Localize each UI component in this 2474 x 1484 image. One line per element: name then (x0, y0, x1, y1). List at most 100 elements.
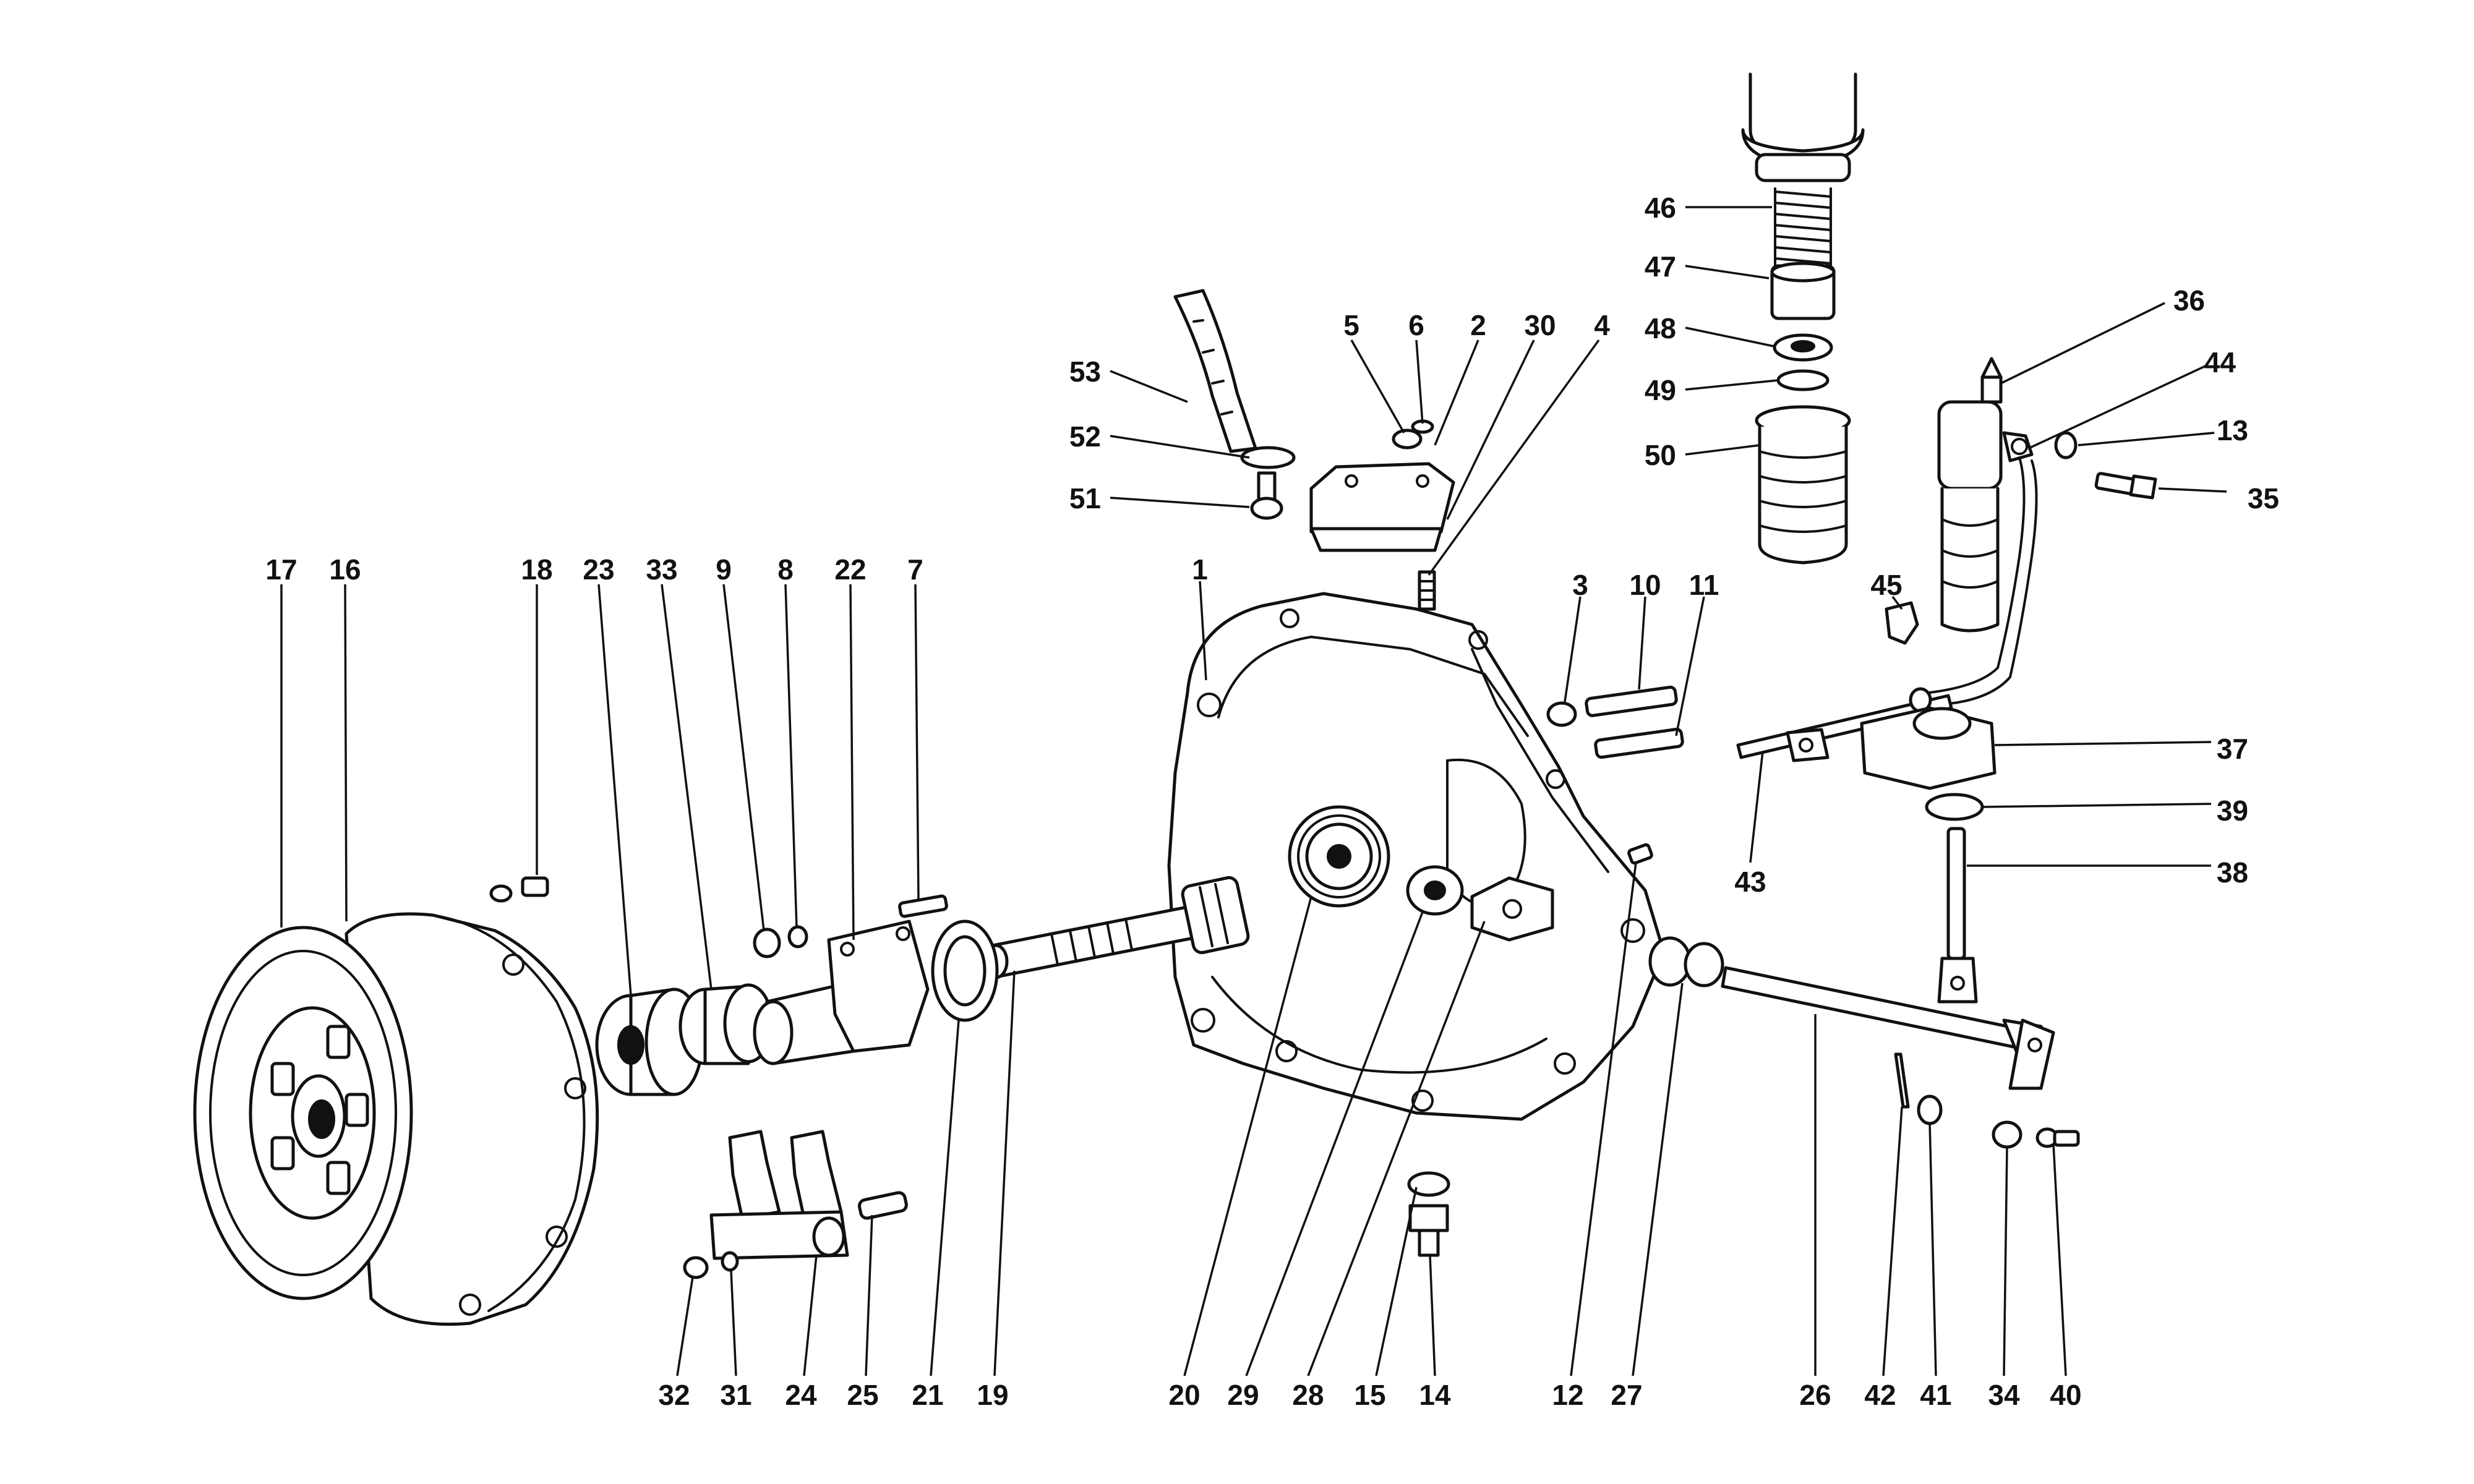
leader-line-14 (1429, 1255, 1436, 1376)
leader-line-2 (1434, 339, 1479, 446)
pressure-plate-16 (345, 912, 599, 1326)
callout-19: 19 (977, 1379, 1008, 1411)
callout-46: 46 (1645, 192, 1676, 224)
leader-line-40 (2052, 1143, 2067, 1376)
washer-15 (1407, 1171, 1450, 1197)
callout-40: 40 (2050, 1379, 2081, 1411)
circlip-49 (1776, 369, 1830, 391)
pin-42 (1894, 1052, 1910, 1109)
dowel-12 (1627, 843, 1653, 865)
hydraulic-line (1928, 456, 2038, 706)
callout-33: 33 (646, 553, 677, 586)
leader-line-3 (1564, 596, 1582, 702)
leader-line-47 (1685, 265, 1770, 279)
bush-27 (1648, 936, 1724, 987)
leader-line-25 (865, 1214, 873, 1376)
callout-27: 27 (1611, 1379, 1642, 1411)
bearing-guide-22 (753, 919, 930, 1065)
callout-32: 32 (658, 1379, 690, 1411)
callout-48: 48 (1645, 312, 1676, 344)
callout-11: 11 (1689, 569, 1719, 601)
leader-line-22 (849, 584, 855, 940)
bearing-29 (1288, 805, 1390, 908)
callout-45: 45 (1870, 569, 1902, 601)
bolt-40 (2035, 1127, 2080, 1148)
callout-12: 12 (1552, 1379, 1583, 1411)
callout-42: 42 (1864, 1379, 1896, 1411)
callout-47: 47 (1645, 250, 1676, 283)
fork-shaft-26 (1721, 966, 2049, 1053)
stud-4 (1418, 570, 1436, 611)
master-cylinder-body (1741, 72, 1865, 182)
leader-line-36 (2000, 302, 2165, 385)
leader-line-45 (1891, 595, 1903, 610)
shaft-19 (983, 876, 1250, 979)
callout-20: 20 (1168, 1379, 1200, 1411)
leader-line-33 (661, 584, 713, 990)
callout-14: 14 (1419, 1379, 1451, 1411)
pin-25 (858, 1191, 908, 1220)
leader-line-41 (1928, 1122, 1937, 1376)
leader-line-50 (1685, 444, 1760, 456)
callout-50: 50 (1645, 439, 1676, 471)
callout-31: 31 (720, 1379, 751, 1411)
callout-21: 21 (912, 1379, 943, 1411)
bell-housing-1 (1167, 592, 1666, 1121)
bracket-plate-30 (1309, 462, 1455, 552)
callout-28: 28 (1292, 1379, 1324, 1411)
slave-cylinder-44 (1937, 400, 2034, 633)
release-bearing-23 (595, 987, 704, 1096)
callout-43: 43 (1734, 866, 1766, 898)
leader-line-7 (914, 584, 920, 900)
leader-line-11 (1675, 596, 1705, 736)
callout-23: 23 (583, 553, 614, 586)
callout-53: 53 (1069, 356, 1101, 388)
leader-line-31 (730, 1270, 737, 1376)
leader-line-13 (2078, 432, 2215, 446)
leader-line-39 (1982, 803, 2212, 808)
leader-line-8 (784, 584, 798, 928)
callout-3: 3 (1572, 569, 1588, 601)
pivot-block (1470, 876, 1554, 942)
callout-9: 9 (716, 553, 732, 586)
nut-32 (683, 1256, 709, 1279)
callout-6: 6 (1408, 309, 1424, 341)
callout-15: 15 (1354, 1379, 1385, 1411)
hose-53 (1173, 289, 1257, 453)
plug-14 (1408, 1204, 1449, 1257)
leader-line-16 (344, 584, 348, 922)
leader-line-23 (597, 584, 632, 996)
callout-52: 52 (1069, 420, 1101, 453)
leader-line-37 (1994, 741, 2212, 746)
callout-49: 49 (1645, 374, 1676, 406)
leader-line-6 (1415, 339, 1424, 424)
callout-30: 30 (1524, 309, 1556, 341)
leader-line-9 (722, 584, 765, 931)
leader-line-24 (803, 1255, 818, 1376)
nut-34 (1992, 1120, 2022, 1149)
studs-10-11 (1585, 685, 1684, 759)
seal-48 (1773, 333, 1833, 362)
callout-41: 41 (1920, 1379, 1951, 1411)
callout-22: 22 (834, 553, 866, 586)
clip-45 (1885, 601, 1919, 645)
spring-46 (1774, 187, 1832, 267)
leader-line-29 (1245, 911, 1424, 1376)
clutch-disc-17 (193, 926, 413, 1300)
leader-line-20 (1183, 896, 1312, 1376)
leader-line-53 (1110, 370, 1188, 403)
callout-29: 29 (1227, 1379, 1259, 1411)
callout-26: 26 (1799, 1379, 1831, 1411)
leader-line-49 (1685, 379, 1779, 391)
callout-24: 24 (785, 1379, 817, 1411)
nut-5 (1392, 429, 1423, 450)
callout-44: 44 (2204, 346, 2236, 378)
callout-51: 51 (1069, 482, 1101, 514)
callout-36: 36 (2173, 284, 2205, 317)
piston-47 (1770, 262, 1836, 320)
callout-5: 5 (1343, 309, 1359, 341)
bleed-screw-36 (1980, 357, 2003, 404)
callout-37: 37 (2217, 733, 2248, 765)
